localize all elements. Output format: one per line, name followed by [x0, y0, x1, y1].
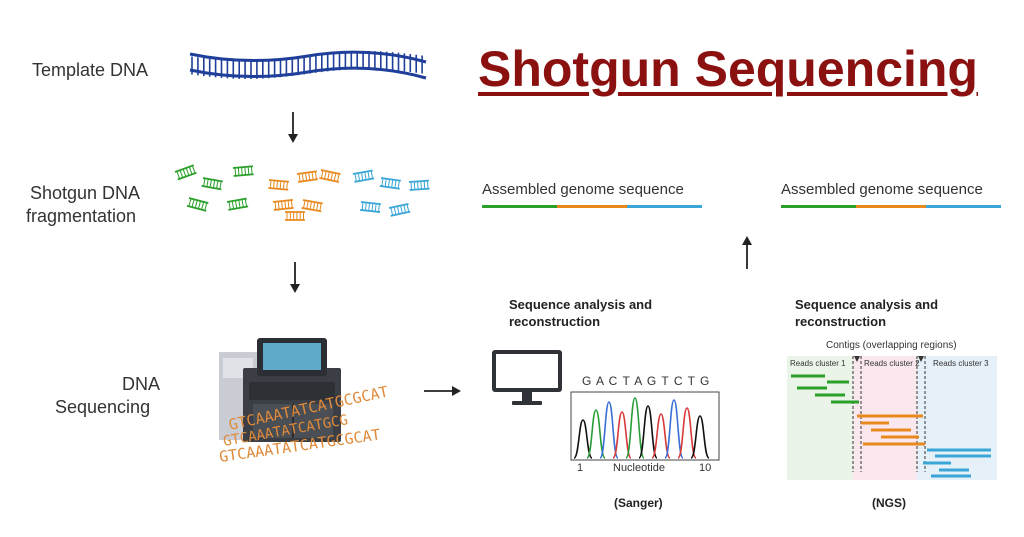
- dna-fragment: [272, 199, 294, 211]
- dna-fragments-icon: [174, 164, 430, 221]
- sanger-bases: G A C T A G T C T G: [582, 374, 711, 388]
- ngs-read: [871, 428, 911, 432]
- ngs-cluster-2-bg: [853, 356, 917, 480]
- ngs-assembled-label: Assembled genome sequence: [781, 181, 983, 198]
- ngs-seq-bar-orange: [856, 205, 926, 208]
- dna-fragment: [319, 169, 341, 183]
- sanger-assembled-label: Assembled genome sequence: [482, 181, 684, 198]
- ngs-read: [791, 374, 825, 378]
- ngs-read: [927, 448, 991, 452]
- ngs-read: [939, 468, 969, 472]
- chromatogram-peak: [625, 397, 645, 459]
- ngs-read: [815, 393, 845, 397]
- ngs-read: [831, 400, 859, 404]
- ngs-read: [797, 386, 827, 390]
- dna-fragment: [201, 177, 223, 191]
- ngs-seq-bar-blue: [926, 205, 1001, 208]
- sanger-axis-label: Nucleotide: [613, 462, 665, 474]
- dna-fragment: [352, 169, 375, 183]
- ngs-read: [857, 414, 923, 418]
- chromatogram-peak: [599, 401, 619, 459]
- dna-fragment: [388, 202, 411, 217]
- page-title: Shotgun Sequencing: [478, 41, 978, 97]
- sanger-axis-start: 1: [577, 462, 584, 474]
- step-fragmentation-label-2: fragmentation: [26, 206, 137, 226]
- step-sequencing-label-2: Sequencing: [55, 397, 151, 417]
- dna-fragment: [360, 201, 381, 213]
- down-arrow-icon: [290, 262, 300, 293]
- chromatogram-peak: [690, 415, 710, 459]
- chromatogram-peak: [651, 413, 671, 459]
- chromatogram-peak: [638, 405, 658, 459]
- chromatogram-peak: [573, 419, 593, 459]
- step-sequencing-label-1: DNA: [122, 374, 161, 394]
- sequencer-machine-icon: [219, 338, 341, 442]
- ngs-read: [881, 435, 919, 439]
- dna-fragment: [379, 177, 401, 190]
- chromatogram-frame: [570, 391, 720, 461]
- chromatogram-peak: [664, 399, 684, 459]
- sequencer-reads: GTCAAATATCATGCGCAT GTCAAATATCATGCG GTCAA…: [218, 383, 390, 466]
- ngs-tag: (NGS): [872, 496, 906, 510]
- dna-fragment: [268, 179, 290, 191]
- dna-fragment: [301, 199, 323, 213]
- ngs-cluster-3-label: Reads cluster 3: [933, 359, 989, 368]
- dna-fragment: [232, 165, 254, 177]
- ngs-contigs-label: Contigs (overlapping regions): [826, 340, 957, 351]
- chromatogram-peak: [586, 409, 606, 459]
- ngs-analysis-title-2: reconstruction: [795, 314, 887, 329]
- sanger-analysis-title-2: reconstruction: [509, 314, 601, 329]
- sanger-axis-end: 10: [699, 462, 712, 474]
- dna-fragment: [186, 197, 209, 212]
- ngs-read: [863, 442, 925, 446]
- dna-fragment: [296, 170, 319, 183]
- ngs-read: [931, 474, 971, 478]
- dna-fragment: [285, 211, 305, 221]
- dna-fragment: [408, 179, 430, 191]
- dna-fragment: [174, 164, 197, 181]
- ngs-read: [861, 421, 889, 425]
- chromatogram-peak: [677, 407, 697, 459]
- contig-down-arrow-icon: [854, 356, 860, 362]
- sanger-seq-bar-orange: [557, 205, 627, 208]
- ngs-read: [935, 454, 991, 458]
- contig-down-arrow-icon: [918, 356, 924, 362]
- chromatogram-peak: [612, 411, 632, 459]
- dna-fragment: [226, 197, 249, 211]
- computer-monitor-icon: [492, 350, 562, 405]
- ngs-read: [827, 380, 849, 384]
- ngs-cluster-2-label: Reads cluster 2: [864, 359, 920, 368]
- step-fragmentation-label-1: Shotgun DNA: [30, 183, 141, 203]
- down-arrow-icon: [288, 112, 298, 143]
- right-arrow-icon: [424, 386, 461, 396]
- sanger-tag: (Sanger): [614, 496, 663, 510]
- template-dna-icon: [189, 50, 427, 80]
- up-arrow-icon: [742, 236, 752, 269]
- sanger-chromatogram: [570, 391, 720, 461]
- ngs-read: [923, 461, 951, 465]
- ngs-cluster-1-label: Reads cluster 1: [790, 359, 846, 368]
- step-template-label: Template DNA: [32, 60, 149, 80]
- sanger-seq-bar-green: [482, 205, 557, 208]
- ngs-reads-diagram: [791, 356, 991, 478]
- ngs-seq-bar-green: [781, 205, 856, 208]
- sanger-analysis-title-1: Sequence analysis and: [509, 297, 653, 312]
- sanger-seq-bar-blue: [627, 205, 702, 208]
- ngs-cluster-3-bg: [917, 356, 997, 480]
- ngs-analysis-title-1: Sequence analysis and: [795, 297, 939, 312]
